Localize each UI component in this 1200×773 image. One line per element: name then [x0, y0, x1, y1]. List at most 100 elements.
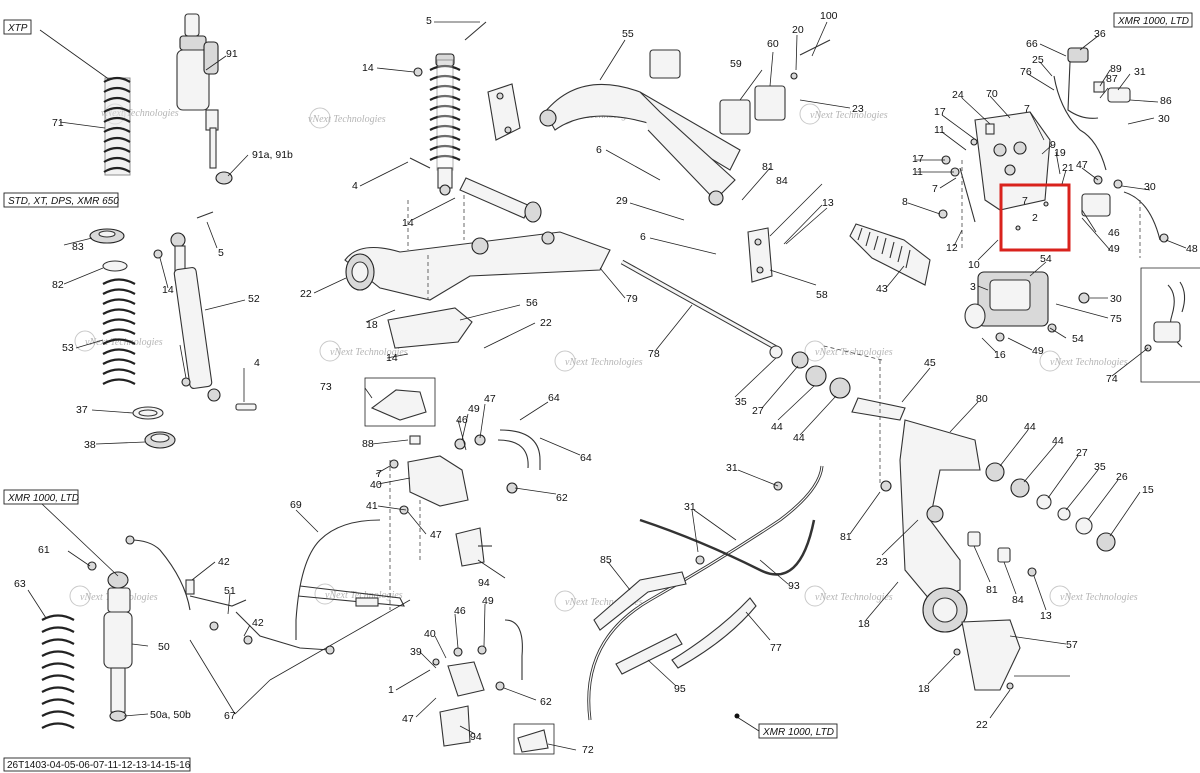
- svg-text:STD, XT, DPS, XMR 650: STD, XT, DPS, XMR 650: [8, 196, 119, 207]
- leader-lines: [27, 21, 1187, 751]
- callout-label: 81: [762, 161, 774, 173]
- callout-label: 93: [788, 580, 800, 592]
- callout-label: 85: [600, 554, 612, 566]
- watermark-text: vNext Technologies: [85, 337, 163, 348]
- callout-label: 19: [1054, 147, 1066, 159]
- watermark-text: vNext Technologies: [565, 357, 643, 368]
- variant-tag-xmr-bottom: XMR 1000, LTD: [758, 723, 838, 739]
- callout-label: 26: [1116, 471, 1128, 483]
- callout-label: 24: [952, 89, 964, 101]
- link-bracket: [487, 83, 521, 141]
- callout-label: 23: [852, 103, 864, 115]
- callout-label: 87: [1106, 73, 1118, 85]
- inset-detail-73: [364, 377, 436, 427]
- callout-label: 9: [1050, 139, 1056, 151]
- callout-label: 77: [770, 642, 782, 654]
- inset-detail-74: [1140, 267, 1200, 383]
- callout-label: 16: [994, 349, 1006, 361]
- lower-a-arm: [344, 231, 611, 301]
- brake-caliper-lower: [432, 619, 523, 697]
- callout-label: 42: [252, 617, 264, 629]
- callout-label: 13: [1040, 610, 1052, 622]
- callout-label: 76: [1020, 66, 1032, 78]
- callout-label: 67: [224, 710, 236, 722]
- callout-label: 27: [1076, 447, 1088, 459]
- callout-label: 6: [596, 144, 602, 156]
- callout-label: 15: [1142, 484, 1154, 496]
- svg-text:XMR 1000, LTD: XMR 1000, LTD: [1117, 16, 1189, 27]
- sway-bar-bracket: [747, 227, 773, 283]
- std-shock-absorber: [153, 211, 257, 411]
- callout-label: 14: [362, 62, 374, 74]
- callout-label: 17: [934, 106, 946, 118]
- callout-label: 83: [72, 241, 84, 253]
- callout-label: 69: [290, 499, 302, 511]
- sway-bar: [620, 259, 782, 353]
- callout-label: 37: [76, 404, 88, 416]
- callout-label: 36: [1094, 28, 1106, 40]
- callout-label: 11: [912, 166, 923, 178]
- callout-label: 27: [752, 405, 764, 417]
- callout-label: 95: [674, 683, 686, 695]
- callout-label: 31: [1134, 66, 1146, 78]
- callout-label: 2: [1032, 212, 1038, 224]
- callout-label: 5: [426, 15, 432, 27]
- callout-label: 50a, 50b: [150, 709, 191, 721]
- callout-label: 44: [1052, 435, 1064, 447]
- callout-label: 47: [402, 713, 414, 725]
- callout-label: 72: [582, 744, 594, 756]
- callout-label: 35: [735, 396, 747, 408]
- callout-label: 7: [1022, 195, 1028, 207]
- lower-skid-guard: [953, 619, 1021, 691]
- svg-text:XTP: XTP: [7, 23, 28, 34]
- callout-label: 45: [924, 357, 936, 369]
- std-spring-assembly: [89, 228, 176, 449]
- callout-label: 47: [1076, 159, 1088, 171]
- callout-label: 46: [456, 414, 468, 426]
- callout-label: 5: [218, 247, 224, 259]
- callout-label: 54: [1072, 333, 1084, 345]
- watermark-text: vNext Technologies: [1050, 357, 1128, 368]
- callout-label: 49: [482, 595, 494, 607]
- callout-label: 49: [1032, 345, 1044, 357]
- svg-text:XMR 1000, LTD: XMR 1000, LTD: [762, 727, 834, 738]
- callout-label: 18: [366, 319, 378, 331]
- callout-label: 86: [1160, 95, 1172, 107]
- callout-label: 47: [484, 393, 496, 405]
- callout-label: 49: [1108, 243, 1120, 255]
- callout-label: 64: [548, 392, 560, 404]
- callout-label: 1: [388, 684, 394, 696]
- callout-label: 64: [580, 452, 592, 464]
- callout-label: 14: [386, 352, 398, 364]
- callout-label: 22: [540, 317, 552, 329]
- callout-label: 39: [410, 646, 422, 658]
- callout-label: 79: [626, 293, 638, 305]
- callout-label: 71: [52, 117, 64, 129]
- callout-label: 40: [370, 479, 382, 491]
- callout-label: 44: [1024, 421, 1036, 433]
- callout-label: 62: [556, 492, 568, 504]
- callout-label: 41: [366, 500, 378, 512]
- callout-label: 4: [352, 180, 358, 192]
- callout-label: 35: [1094, 461, 1106, 473]
- variant-tag-std: STD, XT, DPS, XMR 650: [3, 192, 119, 208]
- callout-label: 52: [248, 293, 260, 305]
- callout-label: 25: [1032, 54, 1044, 66]
- callout-label: 12: [946, 242, 958, 254]
- watermark-text: vNext Technologies: [308, 114, 386, 125]
- actuator-bracket: [938, 111, 1051, 223]
- xtp-coil-spring: [103, 76, 131, 176]
- right-bushings: [880, 462, 1116, 577]
- brake-line-69: [185, 519, 405, 655]
- callout-label: 94: [470, 731, 482, 743]
- watermark-text: vNext Technologies: [101, 108, 179, 119]
- callout-label: 44: [793, 432, 805, 444]
- variant-tag-xmr-top-right: XMR 1000, LTD: [1113, 12, 1193, 28]
- callout-label: 74: [1106, 373, 1118, 385]
- callout-label: 50: [158, 641, 170, 653]
- callout-label: 49: [468, 403, 480, 415]
- callout-label: 31: [684, 501, 696, 513]
- callout-label: 61: [38, 544, 50, 556]
